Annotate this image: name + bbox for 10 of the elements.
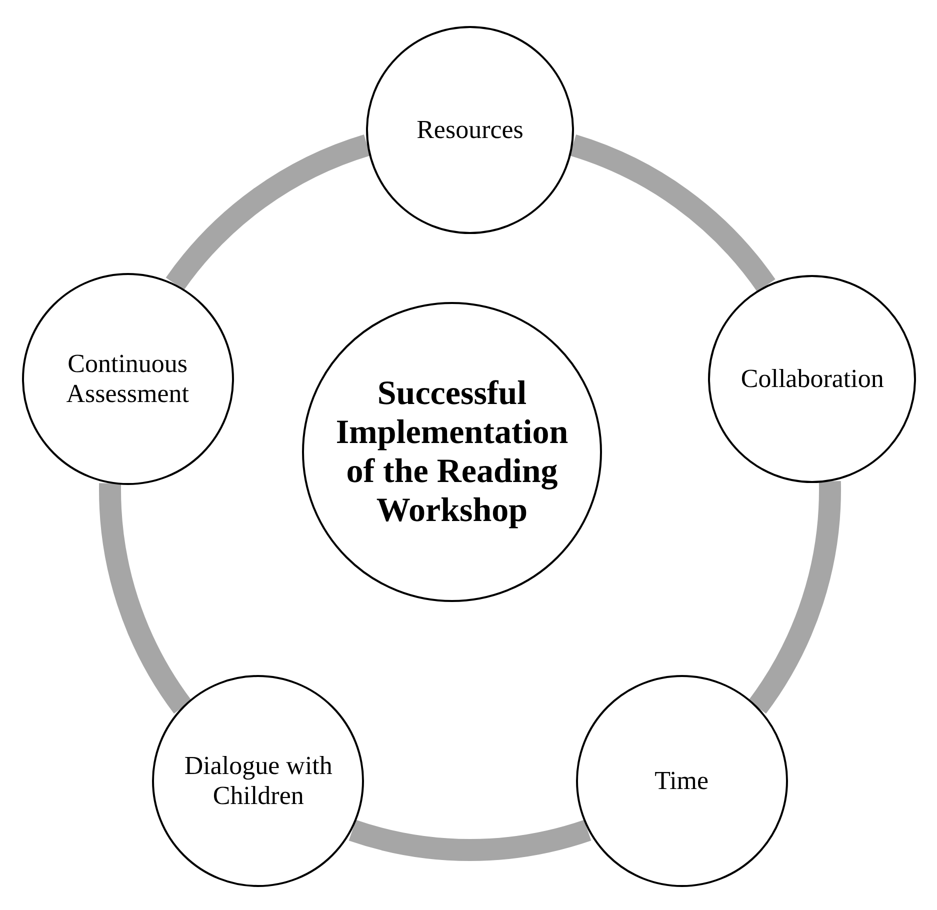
node-label: Time	[654, 766, 709, 796]
node-label: Collaboration	[740, 364, 884, 394]
ring-segment	[99, 482, 192, 714]
node-label: Resources	[416, 115, 524, 145]
ring-segment	[349, 820, 591, 861]
ring-segment	[748, 480, 841, 714]
ring-segment	[569, 134, 775, 292]
node-label: Continuous Assessment	[65, 348, 190, 409]
node-label: Successful Implementation of the Reading Workshop	[334, 374, 570, 530]
node-label: Dialogue with Children	[183, 751, 334, 812]
